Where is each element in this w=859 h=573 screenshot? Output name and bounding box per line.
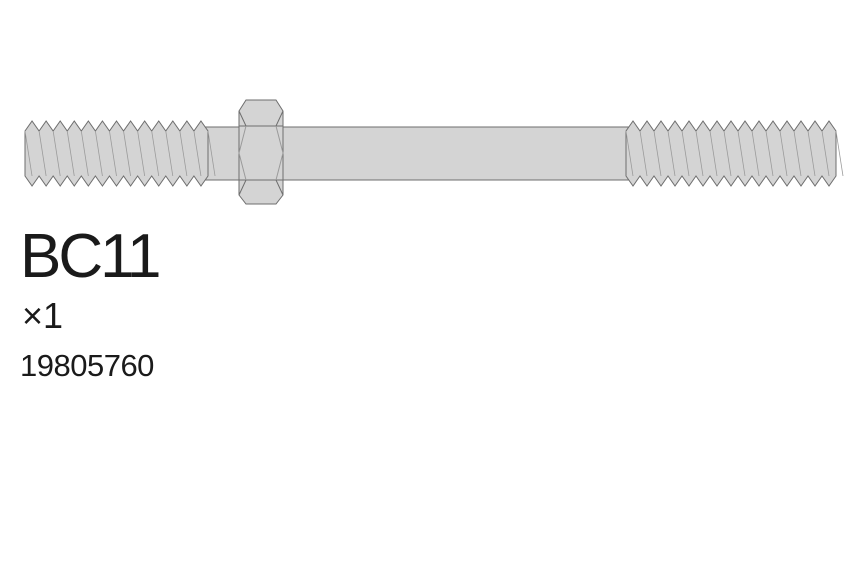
- right-thread-crest-line: [695, 130, 704, 177]
- left-thread-crest-line: [24, 130, 33, 177]
- left-thread-crest-line: [66, 130, 75, 177]
- left-thread-outline: [24, 120, 209, 187]
- left-thread-crest-line: [151, 130, 160, 177]
- part-code-label: BC11: [20, 222, 161, 291]
- hex-nut-face-center: [238, 125, 284, 181]
- left-thread-crest-line: [137, 130, 146, 177]
- left-thread-crest-line: [207, 130, 216, 177]
- right-thread-crest-line: [835, 130, 844, 177]
- threaded-rod: [24, 120, 844, 187]
- right-thread-crest-line: [667, 130, 676, 177]
- hex-nut-chamfer-top: [238, 110, 284, 127]
- right-thread-crest-line: [709, 130, 718, 177]
- left-thread-crest-line: [80, 130, 89, 177]
- right-thread-crest-line: [779, 130, 788, 177]
- right-thread-crest-line: [639, 130, 648, 177]
- left-thread-crest-line: [165, 130, 174, 177]
- item-number-label: 19805760: [20, 348, 154, 383]
- left-thread-crest-line: [179, 130, 188, 177]
- right-thread-outline: [625, 120, 837, 187]
- left-thread-crest-line: [109, 130, 117, 177]
- hex-nut-body: [238, 99, 284, 205]
- left-thread-crest-line: [123, 130, 131, 177]
- right-thread-crest-line: [723, 130, 732, 177]
- left-thread-crest-line: [193, 130, 202, 177]
- left-thread: [24, 120, 216, 187]
- right-thread-crest-line: [625, 130, 634, 177]
- right-thread-crest-line: [737, 130, 746, 177]
- right-thread: [625, 120, 844, 187]
- right-thread-crest-line: [653, 130, 662, 177]
- right-thread-crest-line: [807, 130, 816, 177]
- right-thread-crest-line: [821, 130, 830, 177]
- quantity-label: ×1: [22, 295, 64, 336]
- hex-nut: [238, 99, 284, 205]
- left-thread-crest-line: [94, 130, 103, 177]
- right-thread-crest-line: [751, 130, 760, 177]
- right-thread-crest-line: [765, 130, 774, 177]
- right-thread-crest-line: [681, 130, 690, 177]
- threaded-rod-drawing: [24, 99, 844, 205]
- hex-nut-chamfer-bottom: [238, 179, 284, 196]
- left-thread-crest-line: [38, 130, 47, 177]
- left-thread-crest-line: [52, 130, 61, 177]
- right-thread-crest-line: [793, 130, 802, 177]
